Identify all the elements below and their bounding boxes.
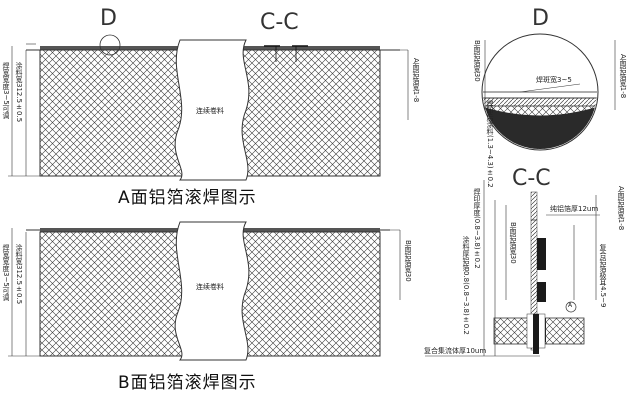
b-side-width-label: B面铝箔宽30 xyxy=(509,222,517,264)
a-side-width-label: A面铝箔宽1-8 xyxy=(617,186,625,231)
detail-d-circle xyxy=(99,34,121,56)
a-foil-width-label: A面铝箔宽1-8 xyxy=(412,58,420,103)
detail-d-drawing xyxy=(481,33,616,151)
b-foil-width-label: B面铝箔宽30 xyxy=(404,240,412,282)
panel-b-caption: B面铝箔滚焊图示 xyxy=(118,373,257,393)
coating-width-label-b: 涂料宽312.5±0.5 xyxy=(15,244,23,305)
section-cc-marker: C-C xyxy=(260,10,299,35)
weld-thickness-note: 焊印厚度(0.8~3.8)±0.2 xyxy=(473,188,481,269)
section-cc-title: C-C xyxy=(512,166,551,191)
continuous-roll-label-a: 连续卷料 xyxy=(196,107,224,115)
detail-d-title: D xyxy=(532,6,549,31)
weld-width-label-a: 焊宽宽度3~5可调 xyxy=(2,62,10,119)
circle-marker-a: A xyxy=(568,302,573,309)
continuous-roll-a xyxy=(174,39,250,181)
panel-a-caption: A面铝箔滚焊图示 xyxy=(118,188,257,208)
weld-width-label-b: 焊宽宽度3~5可调 xyxy=(2,244,10,301)
continuous-roll-b xyxy=(174,221,250,361)
detail-d-side-label: A面铝箔宽1-8 xyxy=(619,54,627,99)
coating-width-label-a: 涂料宽312.5±0.5 xyxy=(15,62,23,123)
detail-d-top-label: B面铝箔宽30 xyxy=(473,40,481,82)
panel-b-drawing xyxy=(8,221,401,361)
continuous-roll-label-b: 连续卷料 xyxy=(196,283,224,291)
detail-d-weld-label: 焊斑宽3~5 xyxy=(536,76,572,84)
panel-a-drawing xyxy=(8,34,409,181)
detail-d-marker: D xyxy=(100,6,117,31)
collector-thickness-label: 复合集流体厚10um xyxy=(424,347,487,355)
composite-weld-width-label: 复合铝箔极耳4.5~9 xyxy=(599,244,607,308)
coating-thickness-note: 焊印后涂料(1.3~4.3)±0.2 xyxy=(486,100,494,188)
copper-thickness-note: 涂料厚铝箔0.8(0.8~3.8)±0.2 xyxy=(462,236,470,335)
foil-thickness-label: 纯铝箔厚12um xyxy=(550,205,599,213)
b-side-foil xyxy=(537,238,546,270)
section-cc-drawing xyxy=(425,180,600,357)
